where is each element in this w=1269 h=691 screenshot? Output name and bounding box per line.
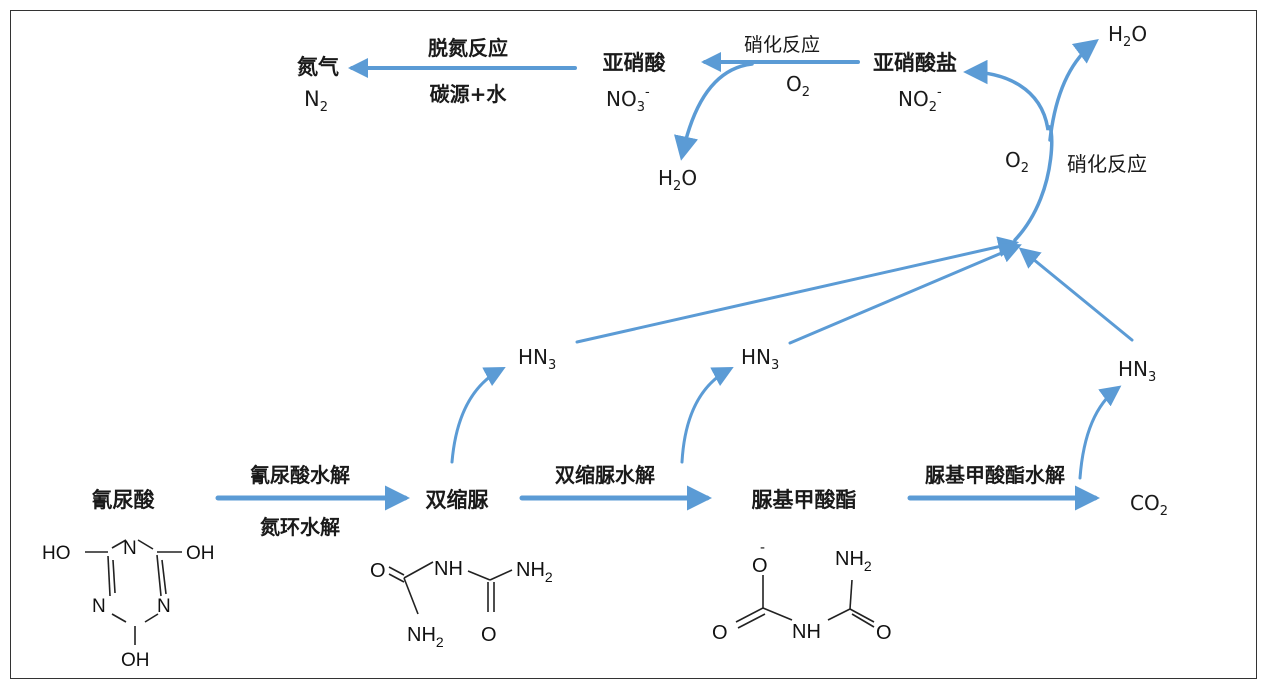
cyanuric-acid-label: 氰尿酸	[92, 488, 156, 512]
svg-text:NH2: NH2	[407, 624, 444, 650]
arrow-release-h2o-top	[1048, 39, 1099, 142]
svg-text:NH2: NH2	[516, 559, 553, 585]
biuret-label: 双缩脲	[426, 488, 489, 512]
arrow-biuret-release-hn3	[450, 367, 506, 464]
arrow-co2-release-hn3	[1078, 385, 1122, 480]
hn3-label-3: HN3	[1118, 357, 1156, 385]
arrow-hn3-1-to-center	[575, 236, 1020, 344]
nitrification-1-label: 硝化反应	[744, 34, 820, 56]
hydrolysis-3-label: 脲基甲酸酯水解	[925, 463, 1065, 487]
allophanate-structure: O - NH2 O NH O	[712, 539, 892, 644]
nitrogen-gas-label: 氮气	[297, 55, 339, 79]
no3-label: NO3-	[606, 85, 650, 115]
svg-text:NH: NH	[434, 558, 463, 580]
svg-text:N: N	[157, 596, 171, 617]
ring-hydrolysis-label: 氮环水解	[260, 515, 340, 539]
nitrification-2-label: 硝化反应	[1067, 152, 1147, 176]
allophanate-label: 脲基甲酸酯	[752, 488, 857, 512]
svg-text:O: O	[712, 622, 728, 644]
o2-label-right: O2	[1005, 148, 1029, 176]
svg-text:NH: NH	[792, 621, 821, 643]
hn3-label-1: HN3	[518, 345, 556, 373]
svg-text:OH: OH	[186, 543, 215, 564]
h2o-top-label: H2O	[1108, 22, 1147, 50]
denitrification-label: 脱氮反应	[428, 36, 508, 60]
hydrolysis-1-label: 氰尿酸水解	[250, 463, 350, 487]
svg-text:NH2: NH2	[835, 548, 872, 574]
svg-text:N: N	[123, 538, 137, 559]
arrow-hn3-3-to-center	[1018, 247, 1134, 342]
arrow-hn3-2-to-center	[788, 242, 1022, 345]
hn3-label-2: HN3	[741, 345, 779, 373]
svg-text:-: -	[760, 539, 765, 556]
arrow-release-h2o-mid	[674, 62, 754, 161]
biuret-structure: O NH NH2 NH2 O	[370, 558, 553, 650]
arrow-allophanate-release-hn3	[680, 367, 734, 464]
cyanuric-acid-structure: HO N OH N N OH	[42, 538, 215, 671]
svg-text:N: N	[92, 596, 106, 617]
nitrite-label: 亚硝酸盐	[873, 51, 957, 75]
svg-text:O: O	[876, 622, 892, 644]
svg-text:O: O	[481, 624, 497, 646]
svg-text:O: O	[752, 555, 768, 577]
o2-label-top: O2	[786, 72, 810, 100]
h2o-mid-label: H2O	[658, 166, 697, 194]
no2-label: NO2-	[898, 85, 942, 115]
carbon-water-label: 碳源+水	[430, 82, 508, 106]
svg-text:O: O	[370, 560, 386, 582]
co2-label: CO2	[1130, 491, 1168, 519]
n2-label: N2	[304, 87, 328, 115]
hydrolysis-2-label: 双缩脲水解	[555, 463, 655, 487]
nitrous-acid-label: 亚硝酸	[603, 51, 667, 75]
diagram-frame	[10, 10, 1257, 679]
svg-text:HO: HO	[42, 543, 71, 564]
arrow-nitrification-to-nitrite	[963, 59, 1054, 242]
svg-text:OH: OH	[121, 650, 150, 671]
